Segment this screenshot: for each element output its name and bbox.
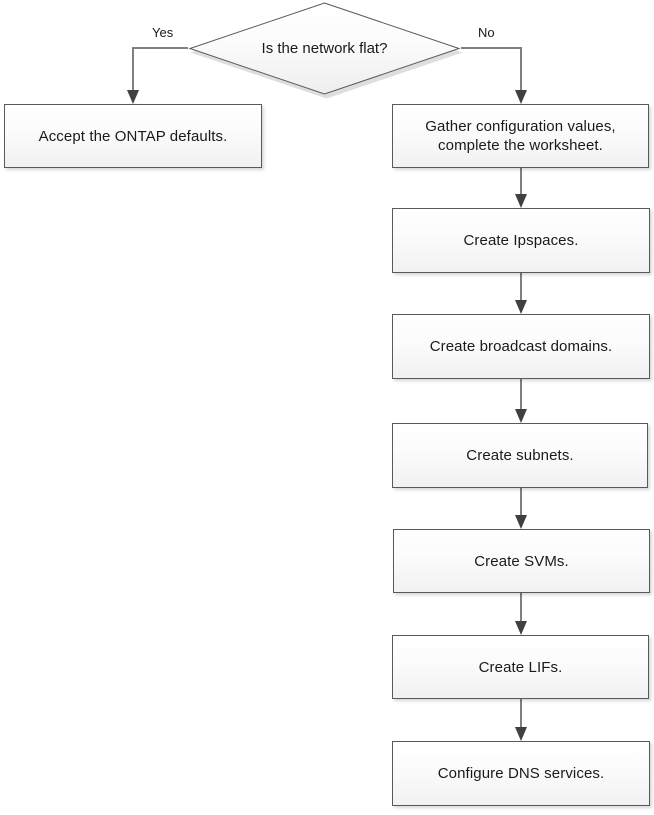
node-label: Create subnets. [466, 447, 574, 464]
arrowhead-1-2 [515, 194, 527, 208]
branch-label-yes: Yes [152, 25, 174, 40]
arrowhead-2-3 [515, 300, 527, 314]
node-label-line1: Gather configuration values, [425, 118, 616, 135]
edge-yes [132, 47, 188, 95]
node-label: Configure DNS services. [437, 765, 605, 782]
process-node-accept-defaults[interactable]: Accept the ONTAP defaults. [4, 104, 262, 168]
node-label: Gather configuration values, complete th… [417, 117, 623, 155]
arrowhead-3-4 [515, 409, 527, 423]
arrowhead-no [515, 90, 527, 104]
process-node-create-subnets[interactable]: Create subnets. [392, 423, 648, 488]
arrowhead-4-5 [515, 515, 527, 529]
node-label: Create SVMs. [474, 552, 569, 570]
node-label: Create broadcast domains. [429, 338, 613, 355]
arrowhead-5-6 [515, 621, 527, 635]
process-node-configure-dns-services[interactable]: Configure DNS services. [392, 741, 650, 806]
process-node-create-svms[interactable]: Create SVMs. [393, 529, 650, 593]
arrowhead-6-7 [515, 727, 527, 741]
node-label-line2: complete the worksheet. [438, 137, 603, 154]
edge-no [461, 47, 522, 95]
node-label: Create Ipspaces. [463, 232, 579, 249]
process-node-create-ipspaces[interactable]: Create Ipspaces. [392, 208, 650, 273]
process-node-create-broadcast-domains[interactable]: Create broadcast domains. [392, 314, 650, 379]
decision-label: Is the network flat? [261, 40, 388, 57]
branch-label-no: No [478, 25, 495, 40]
process-node-create-lifs[interactable]: Create LIFs. [392, 635, 649, 699]
decision-node-network-flat[interactable]: Is the network flat? [188, 2, 463, 99]
node-label: Accept the ONTAP defaults. [38, 127, 228, 145]
diamond-shape [188, 2, 463, 99]
arrowhead-yes [127, 90, 139, 104]
process-node-gather-configuration[interactable]: Gather configuration values, complete th… [392, 104, 649, 168]
node-label: Create LIFs. [478, 658, 563, 676]
